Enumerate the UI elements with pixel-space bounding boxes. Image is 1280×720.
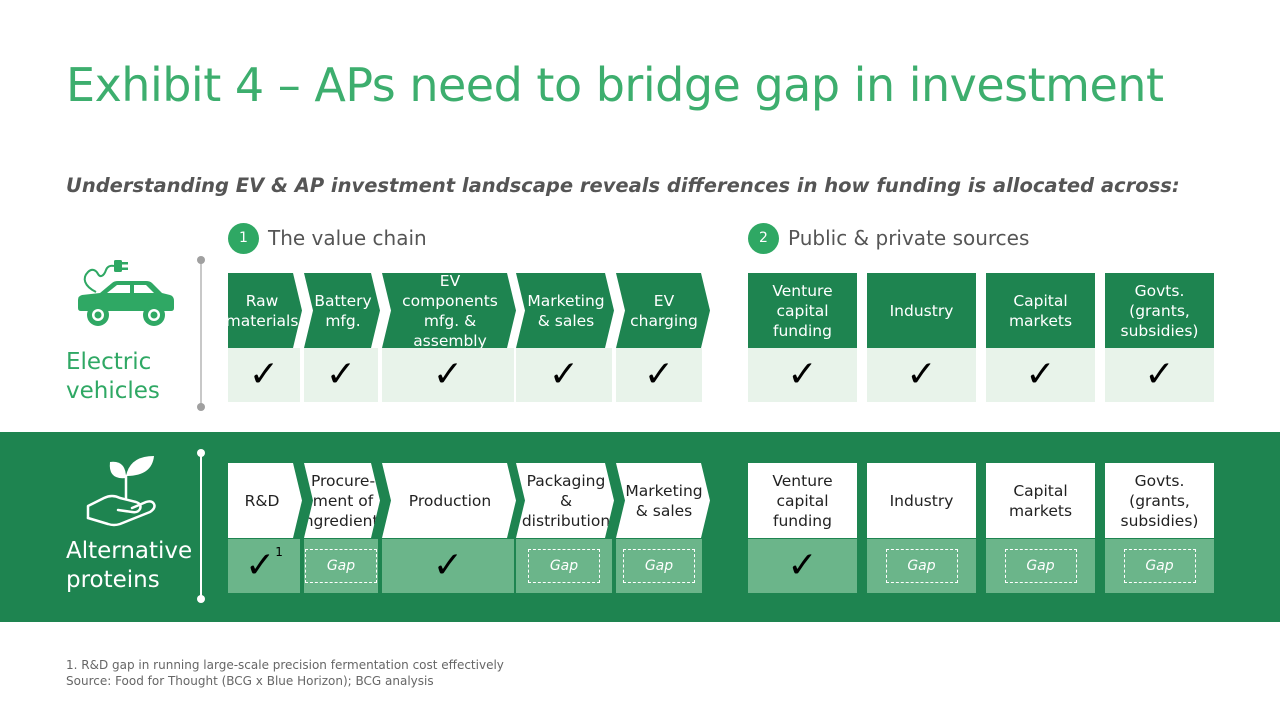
- value-chain-step-raw-materials: Raw materials: [228, 273, 302, 348]
- value-chain-step-battery-mfg: Battery mfg.: [304, 273, 380, 348]
- check-icon: ✓: [1144, 354, 1175, 395]
- status-cell: ✓: [748, 539, 857, 593]
- row-divider-ap: [200, 455, 202, 599]
- status-cell: ✓: [867, 348, 976, 402]
- check-icon: ✓: [787, 354, 818, 395]
- funding-source-govts-grants-subsidies: Govts. (grants, subsidies): [1105, 463, 1214, 538]
- status-cell: Gap: [1105, 539, 1214, 593]
- status-cell: ✓: [748, 348, 857, 402]
- value-chain-step-marketing-sales: Marketing & sales: [516, 273, 614, 348]
- status-cell: ✓: [382, 539, 514, 593]
- status-cell: ✓: [304, 348, 378, 402]
- check-icon: ✓: [1025, 354, 1056, 395]
- source-note: Source: Food for Thought (BCG x Blue Hor…: [66, 674, 434, 688]
- funding-source-capital-markets: Capital markets: [986, 273, 1095, 348]
- value-chain-step-r-d: R&D: [228, 463, 302, 538]
- check-icon: ✓: [906, 354, 937, 395]
- check-icon: ✓: [643, 354, 675, 395]
- status-cell: ✓: [616, 348, 702, 402]
- divider-dot: [197, 449, 205, 457]
- status-cell: ✓: [228, 348, 300, 402]
- status-cell: ✓: [516, 348, 612, 402]
- value-chain-step-ev-components-mfg-assembly: EV components mfg. & assembly: [382, 273, 516, 348]
- gap-label: Gap: [1004, 549, 1077, 583]
- check-icon: ✓: [432, 354, 464, 395]
- funding-source-industry: Industry: [867, 463, 976, 538]
- row-label-electric-vehicles: Electric vehicles: [66, 349, 160, 404]
- gap-label: Gap: [623, 549, 695, 583]
- status-cell: Gap: [867, 539, 976, 593]
- value-chain-step-packaging-distribution: Packaging & distribution: [516, 463, 614, 538]
- status-cell: ✓: [382, 348, 514, 402]
- section-value-chain: 1 The value chain: [228, 222, 427, 254]
- value-chain-step-ev-charging: EV charging: [616, 273, 710, 348]
- funding-source-venture-capital-funding: Venture capital funding: [748, 273, 857, 348]
- funding-source-govts-grants-subsidies: Govts. (grants, subsidies): [1105, 273, 1214, 348]
- footnote: 1. R&D gap in running large-scale precis…: [66, 658, 504, 672]
- row-label-alternative-proteins: Alternative proteins: [66, 538, 193, 593]
- page-title: Exhibit 4 – APs need to bridge gap in in…: [66, 58, 1164, 112]
- value-chain-step-marketing-sales: Marketing & sales: [616, 463, 710, 538]
- divider-dot: [197, 595, 205, 603]
- check-icon: ✓: [245, 545, 276, 586]
- value-chain-step-procure-ment-of-ingredients: Procure-ment of ingredients: [304, 463, 380, 538]
- section-sources: 2 Public & private sources: [748, 222, 1029, 254]
- status-cell: ✓: [986, 348, 1095, 402]
- section-number-badge: 2: [748, 222, 779, 254]
- gap-label: Gap: [1123, 549, 1196, 583]
- divider-dot: [197, 256, 205, 264]
- funding-source-capital-markets: Capital markets: [986, 463, 1095, 538]
- funding-source-industry: Industry: [867, 273, 976, 348]
- check-icon: ✓: [548, 354, 580, 395]
- gap-label: Gap: [528, 549, 600, 583]
- row-divider-ev: [200, 262, 202, 406]
- gap-label: Gap: [305, 549, 377, 583]
- status-cell: Gap: [304, 539, 378, 593]
- gap-label: Gap: [885, 549, 958, 583]
- section-label: Public & private sources: [788, 226, 1030, 250]
- check-icon: ✓: [432, 545, 464, 586]
- plant-in-hand-icon: [86, 456, 156, 527]
- status-cell: ✓: [1105, 348, 1214, 402]
- section-label: The value chain: [268, 226, 427, 250]
- footnote-marker: 1: [275, 545, 283, 559]
- funding-source-venture-capital-funding: Venture capital funding: [748, 463, 857, 538]
- check-icon: ✓: [787, 545, 818, 586]
- page-subtitle: Understanding EV & AP investment landsca…: [66, 174, 1180, 197]
- status-cell: ✓1: [228, 539, 300, 593]
- section-number-badge: 1: [228, 222, 259, 254]
- status-cell: Gap: [986, 539, 1095, 593]
- check-icon: ✓: [325, 354, 357, 395]
- status-cell: Gap: [616, 539, 702, 593]
- divider-dot: [197, 403, 205, 411]
- electric-car-icon: [78, 260, 174, 326]
- value-chain-step-production: Production: [382, 463, 516, 538]
- check-icon: ✓: [248, 354, 280, 395]
- status-cell: Gap: [516, 539, 612, 593]
